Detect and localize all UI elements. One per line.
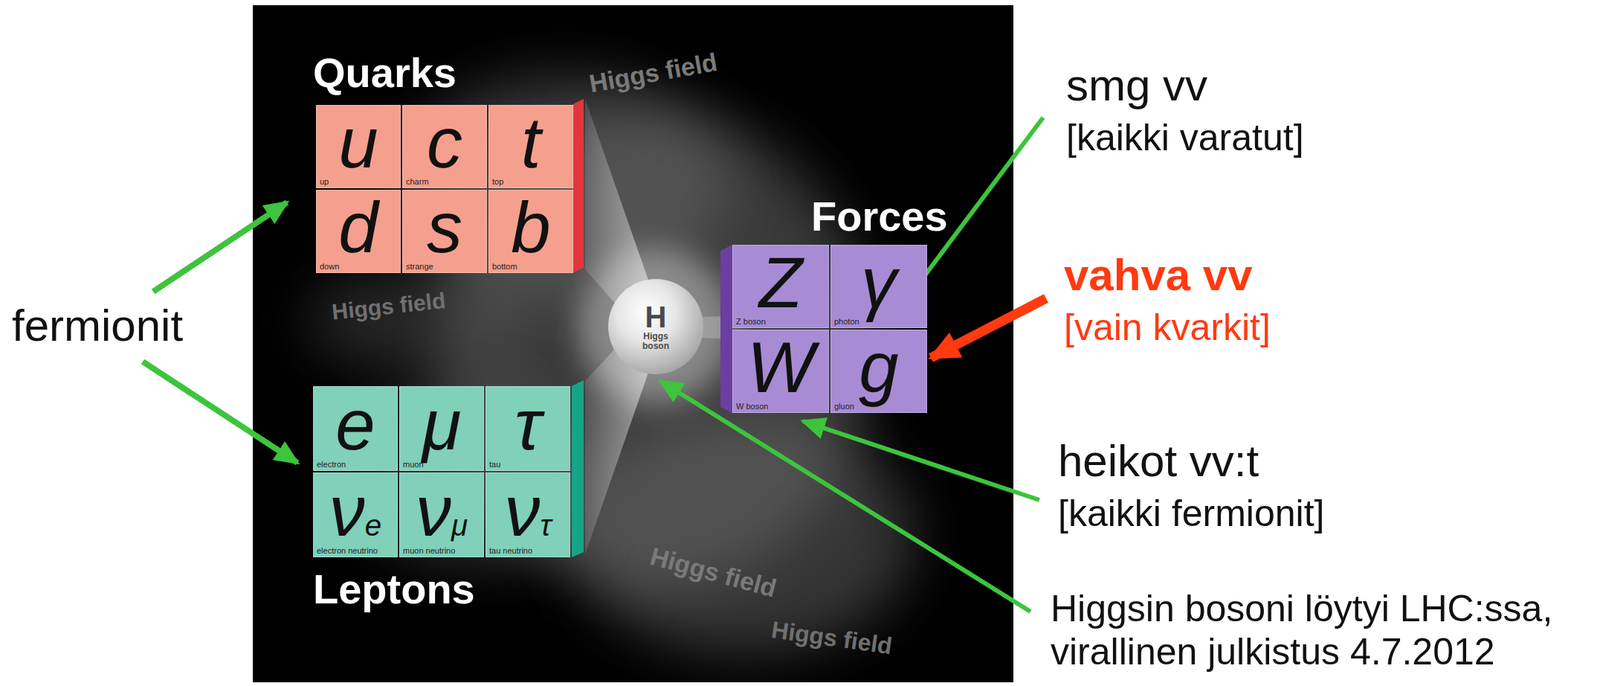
particle-name: strange (405, 262, 434, 271)
particle-symbol: Z (759, 246, 803, 319)
annotation: vahva vv (1063, 252, 1253, 298)
tile-block-side (571, 379, 584, 557)
particle-name: electron neutrino (316, 546, 378, 555)
particle-symbol: μ (422, 388, 462, 461)
group-heading: Forces (811, 195, 948, 238)
annotation-note: Higgsin bosoni löytyi LHC:ssa, viralline… (1050, 587, 1572, 673)
particle-tile: μmuon (399, 385, 485, 471)
particle-tile: νμmuon neutrino (399, 472, 485, 557)
particle-tile: uup (315, 104, 401, 189)
fog-cloud (304, 267, 528, 372)
group-heading: Quarks (313, 52, 457, 94)
particle-tile: sstrange (402, 189, 487, 273)
leader-arrow (142, 361, 298, 463)
particle-tile: γphoton (830, 244, 928, 328)
particle-name: electron (316, 460, 346, 469)
annotation-note: [kaikki fermionit] (1057, 494, 1325, 532)
particle-name: photon (834, 317, 860, 326)
particle-name: W boson (736, 402, 769, 411)
tile-block-side (720, 244, 733, 413)
particle-symbol: τ (514, 388, 542, 461)
particle-symbol: c (426, 107, 463, 179)
particle-symbol: W (747, 331, 815, 403)
particle-tile: ντtau neutrino (485, 472, 571, 557)
watermark: Higgs field (770, 617, 894, 658)
particle-name: gluon (834, 402, 855, 411)
particle-symbol: ντ (504, 475, 551, 547)
particle-symbol: t (521, 107, 542, 179)
particle-symbol: g (858, 331, 899, 403)
particle-name: down (319, 262, 340, 271)
leader-arrow (153, 202, 287, 292)
particle-tile: νeelectron neutrino (313, 472, 398, 557)
particle-symbol: γ (860, 246, 897, 319)
annotation-note: [vain kvarkit] (1063, 308, 1271, 346)
particle-tile: WW boson (732, 329, 829, 413)
particle-symbol: H (645, 301, 667, 332)
particle-name: tau neutrino (489, 546, 533, 555)
particle-symbol: d (338, 191, 378, 264)
particle-tile: ddown (315, 189, 401, 273)
particle-symbol: e (335, 388, 375, 461)
higgs-boson-ball: HHiggs boson (608, 278, 704, 374)
fog-group (304, 74, 915, 655)
annotation: fermionit (11, 303, 183, 348)
watermark: Higgs field (587, 49, 719, 97)
watermark: Higgs field (330, 289, 447, 324)
annotation: smg vv (1066, 63, 1208, 108)
fog-cloud (572, 416, 915, 655)
particle-tile: τ tau (485, 385, 571, 471)
particle-tile: ZZ boson (732, 244, 829, 328)
particle-symbol: b (510, 191, 551, 264)
particle-symbol: u (338, 107, 378, 179)
particle-name: Z boson (736, 317, 766, 326)
particle-tile: ggluon (830, 329, 928, 413)
particle-name: Higgs boson (637, 331, 675, 351)
particle-symbol: νμ (415, 475, 468, 547)
particle-symbol: s (426, 191, 463, 264)
particle-name: bottom (492, 262, 518, 271)
group-heading: Leptons (313, 568, 476, 610)
particle-name: up (319, 177, 329, 186)
annotation-note: [kaikki varatut] (1066, 118, 1305, 157)
particle-symbol: νe (329, 475, 382, 547)
particle-tile: t top (488, 104, 574, 189)
tile-block-side (571, 98, 584, 273)
leader-arrow (930, 298, 1047, 358)
particle-tile: ccharm (402, 104, 487, 189)
watermark: Higgs field (647, 542, 780, 601)
annotation: heikot vv:t (1057, 438, 1259, 484)
particle-name: charm (405, 177, 429, 186)
particle-name: muon neutrino (402, 546, 456, 555)
particle-name: tau (489, 460, 501, 469)
particle-name: muon (402, 460, 424, 469)
particle-name: top (492, 177, 504, 186)
particle-tile: eelectron (313, 385, 398, 471)
leader-arrow (802, 420, 1040, 500)
particle-tile: bbottom (488, 189, 574, 273)
